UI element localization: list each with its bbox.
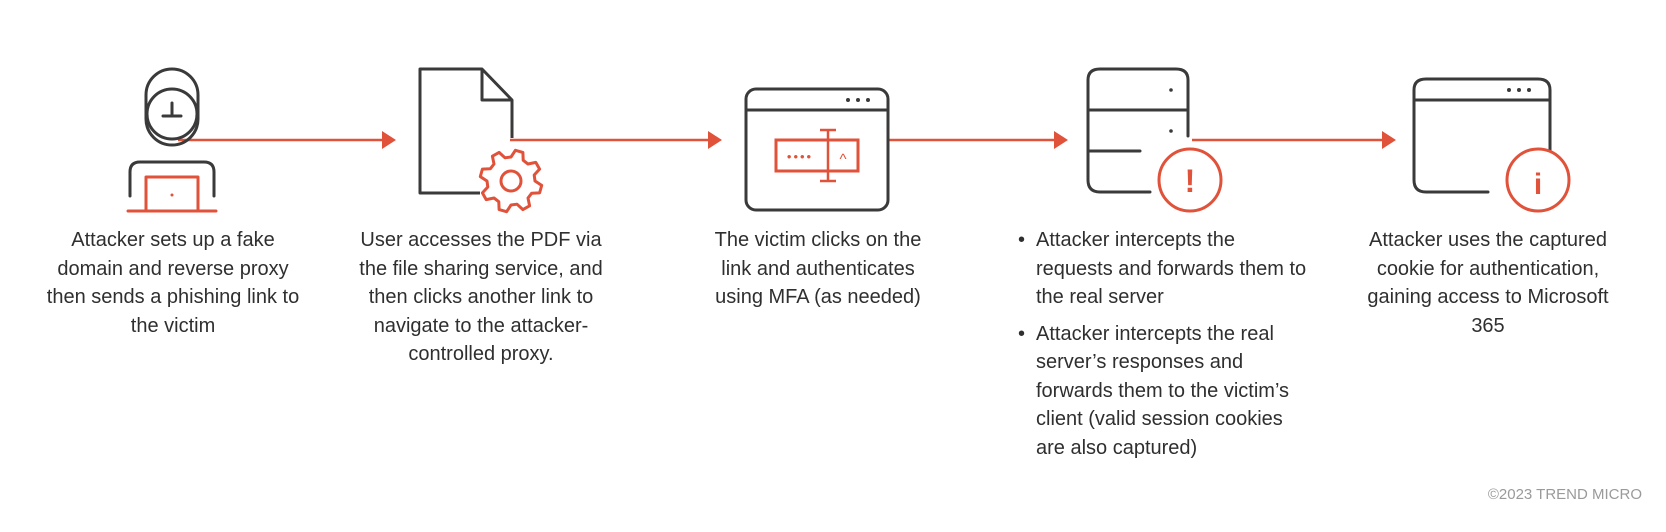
- step-4-bullet: Attacker intercepts the requests and for…: [1018, 226, 1308, 312]
- browser-login-icon: •••• ^: [744, 87, 890, 212]
- attacker-laptop-icon: [126, 67, 218, 213]
- step-4-bullet: Attacker intercepts the real server’s re…: [1018, 320, 1308, 463]
- step-1-caption: Attacker sets up a fake domain and rever…: [46, 229, 300, 337]
- masked-password: ••••: [787, 149, 813, 164]
- arrow-3: [888, 131, 1068, 149]
- step-5-caption: Attacker uses the captured cookie for au…: [1367, 229, 1609, 337]
- arrow-2: [510, 131, 722, 149]
- caret-glyph: ^: [839, 151, 846, 168]
- copyright-notice: ©2023 TREND MICRO: [1487, 486, 1642, 503]
- info-glyph: i: [1534, 168, 1542, 201]
- gear-icon: [478, 148, 544, 214]
- pdf-document-gear-icon: [418, 67, 544, 214]
- step-2-caption: User accesses the PDF via the file shari…: [359, 229, 603, 365]
- step-3-caption: The victim clicks on the link and authen…: [714, 229, 922, 308]
- arrow-4: [1192, 131, 1396, 149]
- arrow-1: [178, 131, 396, 149]
- alert-glyph: !: [1185, 163, 1196, 199]
- browser-info-icon: i: [1412, 77, 1571, 213]
- step-4-bullets: Attacker intercepts the requests and for…: [1018, 226, 1308, 470]
- server-alert-icon: !: [1086, 67, 1223, 213]
